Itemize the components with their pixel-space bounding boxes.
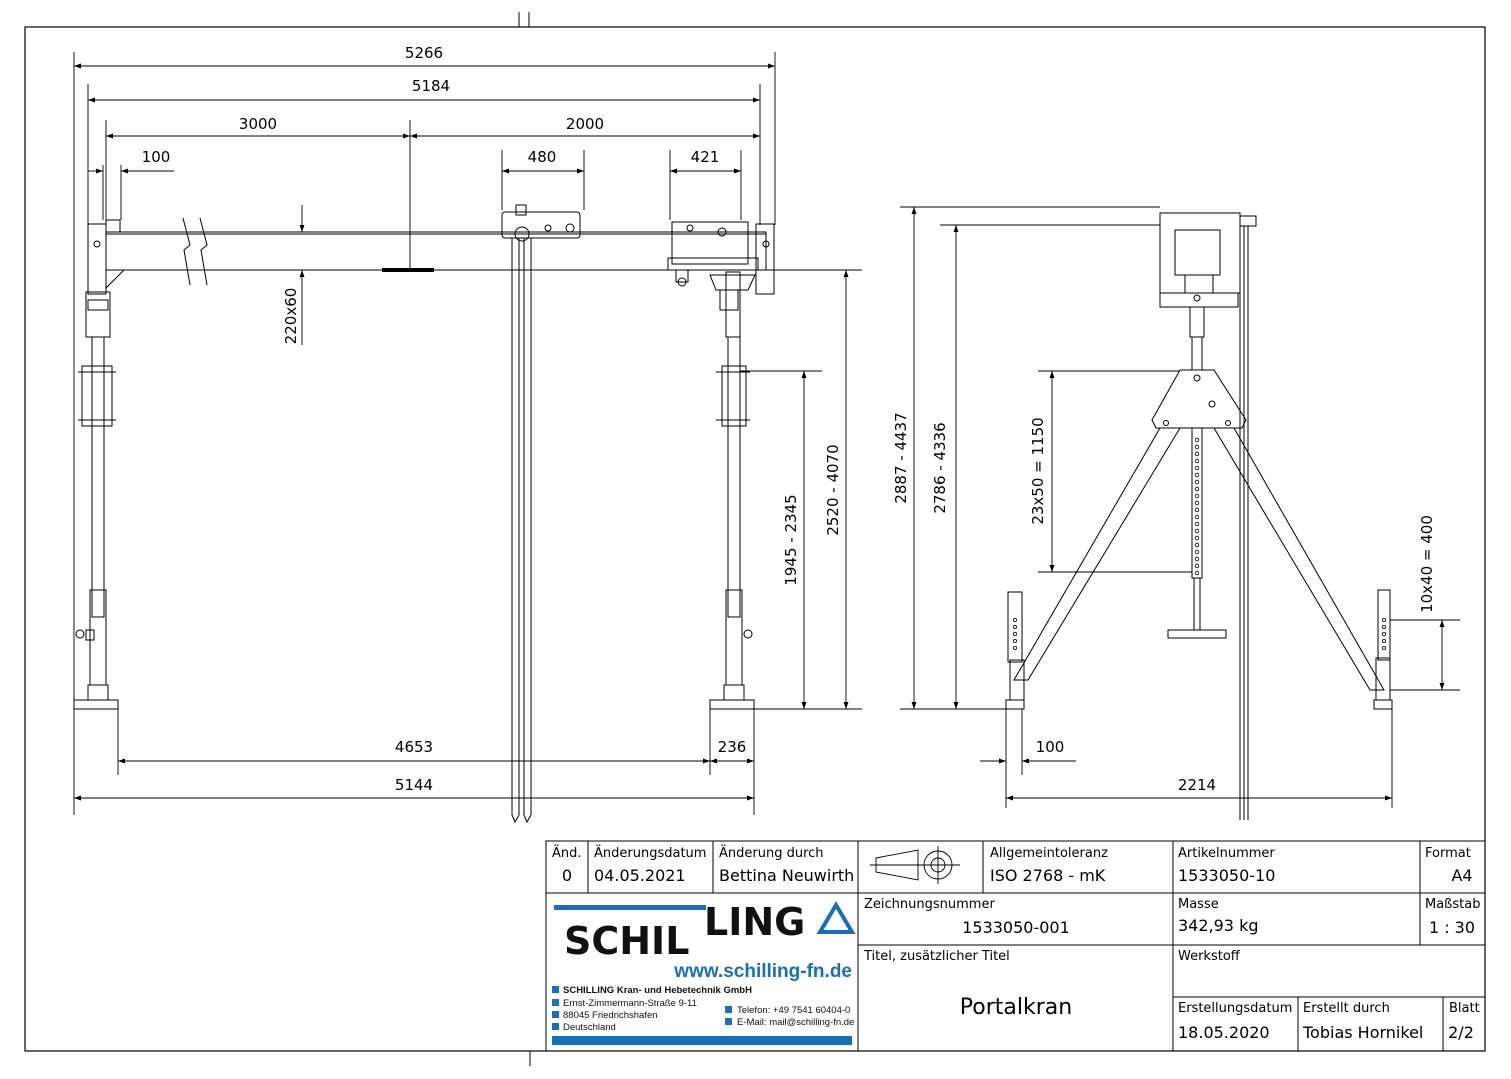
dim-100-side: 100 <box>1036 738 1065 756</box>
allgemeintoleranz-label: Allgemeintoleranz <box>990 846 1108 861</box>
dim-5184: 5184 <box>412 77 450 95</box>
erstellt-durch-value: Tobias Hornikel <box>1302 1023 1423 1042</box>
left-leg-inner <box>91 336 105 618</box>
aenderung-durch-label: Änderung durch <box>719 845 824 861</box>
artikelnummer-label: Artikelnummer <box>1178 846 1275 861</box>
dim-2520-4070: 2520 - 4070 <box>824 444 842 535</box>
company-url: www.schilling-fn.de <box>673 961 852 982</box>
front-dim-labels: 5266 5184 3000 2000 100 480 421 220x60 1… <box>142 44 842 794</box>
company-street: Ernst-Zimmermann-Straße 9-11 <box>563 998 697 1009</box>
aenderungsdatum-value: 04.05.2021 <box>594 866 686 885</box>
hoist-right <box>671 221 749 265</box>
dim-2887-4437: 2887 - 4437 <box>892 412 910 503</box>
company-name: SCHILLING Kran- und Hebetechnik GmbH <box>563 985 752 996</box>
company-country: Deutschland <box>563 1022 616 1033</box>
blatt-label: Blatt <box>1449 1001 1480 1016</box>
blatt-value: 2/2 <box>1448 1023 1474 1042</box>
massstab-value: 1 : 30 <box>1429 918 1475 937</box>
erstellungsdatum-value: 18.05.2020 <box>1178 1023 1270 1042</box>
company-phone: Telefon: +49 7541 60404-0 <box>737 1005 850 1016</box>
dim-220x60: 220x60 <box>282 288 300 345</box>
dim-421: 421 <box>691 148 720 166</box>
format-value: A4 <box>1451 866 1472 885</box>
side-center-post <box>1189 306 1205 338</box>
aenderungsdatum-label: Änderungsdatum <box>594 845 706 861</box>
dim-2214: 2214 <box>1178 776 1216 794</box>
side-view <box>1005 212 1393 820</box>
erstellungsdatum-label: Erstellungsdatum <box>1178 1001 1292 1016</box>
dim-1945-2345: 1945 - 2345 <box>782 494 800 585</box>
aenderung-durch-value: Bettina Neuwirth <box>719 866 854 885</box>
titel-label: Titel, zusätzlicher Titel <box>863 949 1010 964</box>
erstellt-durch-label: Erstellt durch <box>1303 1001 1390 1016</box>
dim-5144: 5144 <box>395 776 433 794</box>
masse-label: Masse <box>1178 897 1219 912</box>
side-gusset-plate <box>1151 369 1247 429</box>
company-email: E-Mail: mail@schilling-fn.de <box>737 1017 854 1028</box>
dim-5266: 5266 <box>405 44 443 62</box>
aend-value: 0 <box>562 866 572 885</box>
dim-4653: 4653 <box>395 738 433 756</box>
left-foot-plate <box>73 699 119 710</box>
side-inner-tube <box>1191 427 1203 579</box>
allgemeintoleranz-value: ISO 2768 - mK <box>990 866 1106 885</box>
logo-text-ling: LING <box>704 900 805 944</box>
dim-23x50: 23x50 = 1150 <box>1029 417 1047 524</box>
titel-value: Portalkran <box>960 995 1072 1020</box>
title-block-grid <box>545 840 1486 1052</box>
werkstoff-label: Werkstoff <box>1178 949 1241 964</box>
trolley <box>501 211 581 239</box>
side-foot-right <box>1373 699 1393 710</box>
logo-text-schil: SCHIL <box>564 919 689 963</box>
aend-label: Änd. <box>552 845 582 861</box>
logo-triangle-icon <box>816 901 856 934</box>
logo-bottom-bar <box>552 1036 852 1045</box>
title-block-text: Änd. 0 Änderungsdatum 04.05.2021 Änderun… <box>552 845 1480 1042</box>
massstab-label: Maßstab <box>1425 897 1480 912</box>
side-leg-left <box>1013 427 1181 681</box>
dim-236: 236 <box>718 738 747 756</box>
company-city: 88045 Friedrichshafen <box>563 1010 658 1021</box>
projection-symbol-icon <box>870 846 960 884</box>
dim-100-front: 100 <box>142 148 171 166</box>
front-view <box>73 204 775 824</box>
masse-value: 342,93 kg <box>1178 916 1259 935</box>
dim-480: 480 <box>528 148 557 166</box>
left-leg-outer <box>85 291 111 338</box>
side-hoist <box>1159 212 1241 294</box>
dim-10x40: 10x40 = 400 <box>1418 515 1436 613</box>
dim-2786-4336: 2786 - 4336 <box>931 422 949 513</box>
front-dimensions <box>73 52 862 815</box>
zeichnungsnummer-label: Zeichnungsnummer <box>864 897 995 912</box>
side-dim-labels: 2887 - 4437 2786 - 4336 23x50 = 1150 10x… <box>892 412 1436 794</box>
side-foot-left <box>1005 699 1025 710</box>
side-holes <box>1013 437 1387 651</box>
artikelnummer-value: 1533050-10 <box>1178 866 1275 885</box>
side-leg-right <box>1213 427 1385 691</box>
format-label: Format <box>1425 846 1471 861</box>
company-logo: SCHIL LING www.schilling-fn.de SCHILLING… <box>552 896 856 1045</box>
right-leg-inner <box>727 336 741 618</box>
dim-3000: 3000 <box>239 115 277 133</box>
side-dimensions <box>900 206 1460 808</box>
dim-2000: 2000 <box>566 115 604 133</box>
zeichnungsnummer-value: 1533050-001 <box>962 918 1070 937</box>
right-foot-plate <box>709 699 755 710</box>
